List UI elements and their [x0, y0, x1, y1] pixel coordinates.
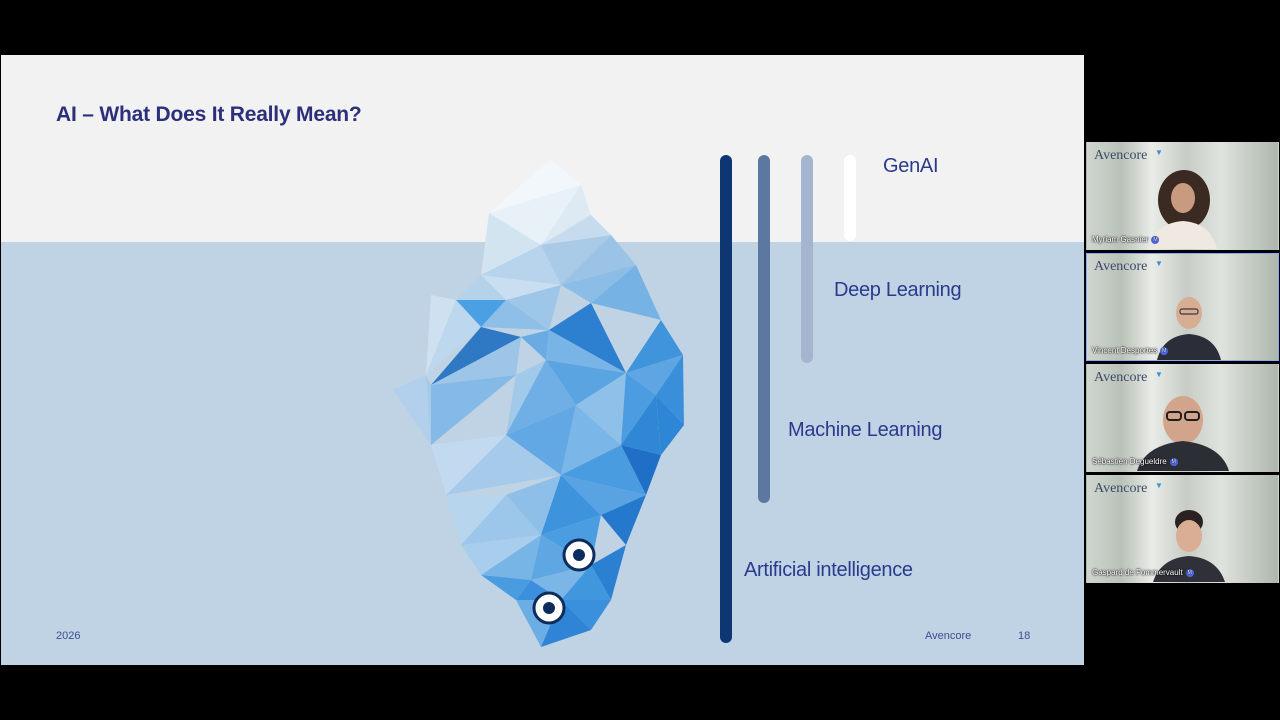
company-logo: Avencore — [1094, 148, 1148, 163]
tier-label-machine-learning: Machine Learning — [788, 419, 943, 441]
participant-name: Gaspard de Fommervault — [1092, 568, 1183, 577]
footer-year: 2026 — [56, 630, 81, 642]
triangle-mark-icon: ▼ — [1155, 259, 1163, 268]
participant-video — [1153, 510, 1225, 582]
mic-icon: M — [1151, 235, 1160, 244]
triangle-mark-icon: ▼ — [1155, 370, 1163, 379]
slide-title: AI – What Does It Really Mean? — [56, 103, 362, 126]
tier-label-artificial-intelligence: Artificial intelligence — [744, 559, 913, 581]
participant-name: Myriam Gasnier — [1092, 235, 1149, 244]
tier-label-deep-learning: Deep Learning — [834, 279, 962, 301]
mic-icon: M — [1185, 568, 1194, 577]
mic-icon: M — [1169, 457, 1178, 466]
triangle-mark-icon: ▼ — [1155, 481, 1163, 490]
iceberg-illustration — [393, 155, 856, 647]
participant-video — [1137, 396, 1229, 471]
target-marker-icon — [532, 591, 566, 625]
presentation-slide: AI – What Does It Really Mean? — [1, 55, 1084, 665]
participant-video — [1157, 297, 1221, 360]
page-number: 18 — [1018, 630, 1031, 642]
triangle-mark-icon: ▼ — [1155, 148, 1163, 157]
participant-name: Vincent Desportes — [1092, 346, 1158, 355]
company-logo: Avencore — [1094, 370, 1148, 385]
tier-label-genai: GenAI — [883, 155, 939, 177]
participant-video — [1149, 170, 1217, 249]
target-marker-icon — [562, 538, 596, 572]
footer-brand: Avencore — [925, 630, 972, 642]
company-logo: Avencore — [1094, 481, 1148, 496]
participant-name: Sébastien Degueldre — [1092, 457, 1167, 466]
mic-icon: M — [1160, 346, 1169, 355]
company-logo: Avencore — [1094, 259, 1148, 274]
